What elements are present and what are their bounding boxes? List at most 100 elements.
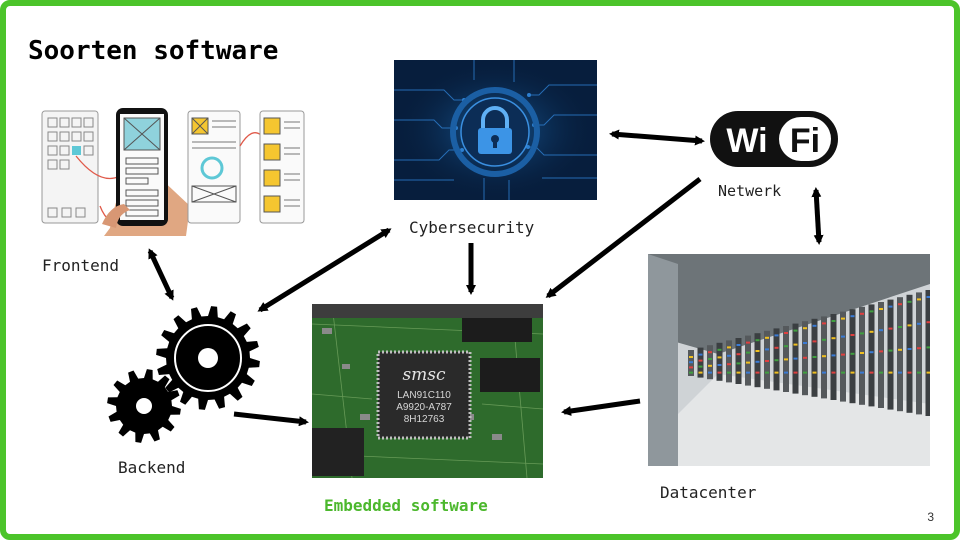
- rack-cable: [717, 371, 722, 374]
- server-rack: [754, 333, 761, 388]
- arrow-netwerk-embedded: [545, 177, 702, 298]
- rack-cable: [812, 324, 817, 327]
- rack-cable: [907, 300, 912, 303]
- wifi-text-left: Wi: [726, 122, 767, 160]
- rack-cable: [907, 371, 912, 374]
- rack-cable: [774, 359, 779, 362]
- rack-cable: [727, 371, 731, 374]
- rack-cable: [708, 358, 712, 360]
- rack-cable: [803, 371, 807, 374]
- chip-line-3: 8H12763: [404, 414, 445, 425]
- rack-cable: [746, 351, 750, 354]
- rack-cable: [803, 356, 807, 359]
- wifi-logo: Wi Fi: [709, 110, 839, 168]
- rack-cable: [736, 362, 741, 365]
- rack-cable: [784, 332, 788, 334]
- server-rack: [868, 304, 875, 407]
- server-rack: [849, 309, 856, 404]
- rack-cable: [822, 322, 826, 325]
- rack-cable: [765, 360, 769, 362]
- rack-cable: [869, 330, 874, 333]
- gear-ring: [174, 324, 242, 392]
- rack-cable: [831, 371, 836, 374]
- rack-cable: [698, 365, 703, 368]
- server-rack: [726, 340, 732, 383]
- rack-cable: [689, 366, 693, 369]
- rack-cable: [793, 371, 798, 374]
- rack-cable: [926, 371, 930, 374]
- slide-title: Soorten software: [28, 36, 279, 66]
- rack-cable: [755, 339, 760, 342]
- rack-cable: [860, 312, 864, 315]
- arrow-datacenter-embedded: [561, 398, 641, 416]
- rack-cable: [898, 348, 902, 351]
- rack-cable: [841, 317, 845, 320]
- server-racks-image: [648, 254, 930, 466]
- rack-cable: [793, 357, 798, 360]
- rack-cable: [727, 354, 731, 357]
- server-rack: [906, 294, 913, 413]
- rack-cable: [822, 338, 826, 341]
- rack-cable: [926, 296, 930, 298]
- rack-cable: [698, 359, 703, 362]
- padlock-icon: [478, 106, 512, 154]
- rack-cable: [917, 322, 921, 325]
- rack-cable: [717, 364, 722, 366]
- rack-cable: [869, 371, 874, 374]
- rack-cable: [803, 342, 807, 344]
- rack-cable: [888, 371, 893, 374]
- rack-cable: [917, 371, 921, 374]
- server-rack: [916, 292, 922, 415]
- connector-arrows: [147, 129, 824, 427]
- rack-cable: [717, 356, 722, 359]
- rack-cable: [784, 371, 788, 374]
- rack-cable: [917, 347, 921, 350]
- cybersecurity-image: [394, 60, 597, 200]
- rack-cable: [717, 348, 722, 351]
- rack-cable: [850, 334, 855, 336]
- rack-cable: [698, 371, 703, 374]
- server-rack: [764, 330, 770, 389]
- page-number: 3: [927, 510, 934, 524]
- rack-cable: [755, 350, 760, 352]
- server-rack: [821, 316, 827, 399]
- rack-cable: [831, 320, 836, 322]
- rack-cable: [774, 334, 779, 337]
- label-datacenter: Datacenter: [660, 483, 757, 502]
- rack-cable: [765, 371, 769, 374]
- rack-cable: [689, 356, 693, 358]
- wifi-text-right: Fi: [790, 122, 820, 160]
- rack-cable: [784, 358, 788, 361]
- rack-cable: [860, 332, 864, 335]
- rack-cable: [765, 348, 769, 351]
- gear-hole: [136, 398, 152, 414]
- rack-cable: [727, 346, 731, 349]
- arrow-cyber-backend: [257, 227, 392, 313]
- server-rack: [745, 335, 751, 386]
- arrow-backend-embedded: [233, 411, 309, 427]
- server-rack: [830, 314, 837, 400]
- rack-cable: [888, 305, 893, 308]
- rack-cable: [869, 351, 874, 354]
- rack-cable: [746, 361, 750, 364]
- server-rack: [840, 311, 846, 402]
- rack-cable: [793, 343, 798, 346]
- rack-cable: [746, 371, 750, 374]
- rack-cable: [755, 360, 760, 363]
- label-frontend: Frontend: [42, 256, 120, 275]
- rack-cable: [755, 371, 760, 374]
- rack-cable: [822, 371, 826, 374]
- rack-cable: [850, 371, 855, 374]
- frontend-image: [40, 106, 305, 236]
- rack-cable: [907, 324, 912, 327]
- arrow-frontend-backend: [147, 248, 175, 301]
- server-rack: [735, 338, 742, 384]
- chip-brand: smsc: [402, 365, 446, 385]
- server-rack: [897, 297, 903, 412]
- rack-cable: [812, 340, 817, 343]
- rack-cable: [841, 335, 845, 338]
- rack-cable: [879, 308, 883, 310]
- rack-cable: [888, 349, 893, 352]
- rack-cable: [898, 303, 902, 306]
